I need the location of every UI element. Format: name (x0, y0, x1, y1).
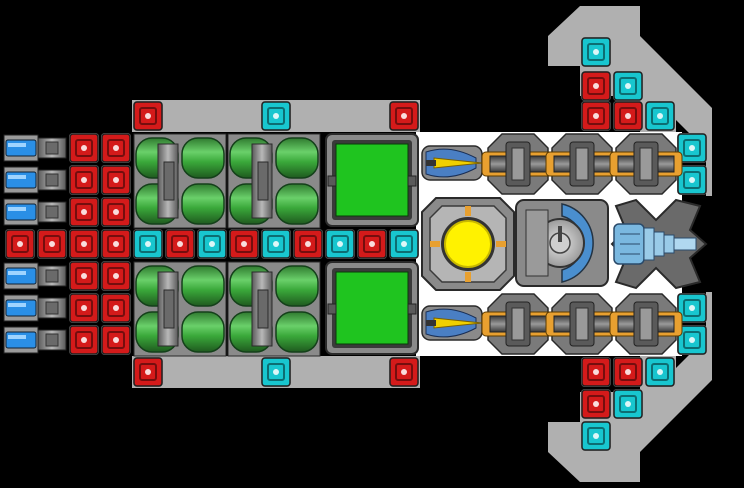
armor-block-icon[interactable] (101, 165, 131, 195)
armor-block-icon[interactable] (69, 293, 99, 323)
armor-block-icon[interactable] (581, 357, 611, 387)
armor-block-icon[interactable] (69, 197, 99, 227)
armor-block-icon[interactable] (133, 101, 163, 131)
armor-block-icon[interactable] (5, 229, 35, 259)
armor-block-icon[interactable] (133, 357, 163, 387)
laser-cannon-icon[interactable] (421, 145, 483, 181)
storage-modules (133, 133, 321, 357)
armor-block-icon[interactable] (101, 133, 131, 163)
armor-block-icon[interactable] (389, 101, 419, 131)
shield-block-icon[interactable] (261, 229, 291, 259)
thruster-bank (3, 134, 67, 354)
storage-cylinder-icon[interactable] (133, 133, 227, 229)
shield-block-icon[interactable] (581, 421, 611, 451)
armor-block-icon[interactable] (613, 357, 643, 387)
radar-dome-icon[interactable] (515, 199, 609, 287)
reactor-core-icon[interactable] (421, 197, 515, 291)
main-engine-icon[interactable] (610, 198, 708, 290)
fuel-tank-icon[interactable] (325, 261, 419, 355)
shield-block-icon[interactable] (261, 101, 291, 131)
thruster-icon[interactable] (3, 326, 67, 354)
thruster-icon[interactable] (3, 166, 67, 194)
armor-block-icon[interactable] (101, 293, 131, 323)
storage-cylinder-icon[interactable] (133, 261, 227, 357)
armor-block-icon[interactable] (101, 261, 131, 291)
thruster-icon[interactable] (3, 198, 67, 226)
fuel-tank-modules (325, 133, 419, 355)
armor-block-icon[interactable] (293, 229, 323, 259)
armor-block-icon[interactable] (37, 229, 67, 259)
shield-block-icon[interactable] (581, 37, 611, 67)
armor-block-icon[interactable] (229, 229, 259, 259)
armor-block-icon[interactable] (165, 229, 195, 259)
armor-block-icon[interactable] (581, 389, 611, 419)
block-layer (5, 37, 707, 451)
rail-turret-icon[interactable] (481, 133, 555, 195)
shield-block-icon[interactable] (677, 325, 707, 355)
turret-mounts (481, 133, 683, 355)
shield-block-icon[interactable] (325, 229, 355, 259)
shield-block-icon[interactable] (613, 389, 643, 419)
shield-block-icon[interactable] (613, 71, 643, 101)
rail-turret-icon[interactable] (481, 293, 555, 355)
armor-block-icon[interactable] (69, 133, 99, 163)
shield-block-icon[interactable] (677, 165, 707, 195)
armor-block-icon[interactable] (613, 101, 643, 131)
armor-block-icon[interactable] (69, 325, 99, 355)
armor-block-icon[interactable] (581, 101, 611, 131)
shield-block-icon[interactable] (389, 229, 419, 259)
fuel-tank-icon[interactable] (325, 133, 419, 227)
rail-turret-icon[interactable] (545, 133, 619, 195)
armor-block-icon[interactable] (69, 165, 99, 195)
armor-block-icon[interactable] (101, 229, 131, 259)
shield-block-icon[interactable] (645, 101, 675, 131)
rail-turret-icon[interactable] (545, 293, 619, 355)
shield-block-icon[interactable] (677, 293, 707, 323)
shield-block-icon[interactable] (261, 357, 291, 387)
armor-block-icon[interactable] (581, 71, 611, 101)
armor-block-icon[interactable] (389, 357, 419, 387)
laser-cannon-icon[interactable] (421, 305, 483, 341)
thruster-icon[interactable] (3, 294, 67, 322)
armor-block-icon[interactable] (69, 229, 99, 259)
armor-block-icon[interactable] (101, 325, 131, 355)
shield-block-icon[interactable] (133, 229, 163, 259)
storage-cylinder-icon[interactable] (227, 261, 321, 357)
armor-block-icon[interactable] (357, 229, 387, 259)
thruster-icon[interactable] (3, 134, 67, 162)
shield-block-icon[interactable] (197, 229, 227, 259)
shield-block-icon[interactable] (677, 133, 707, 163)
cannon-mounts (421, 145, 483, 341)
storage-cylinder-icon[interactable] (227, 133, 321, 229)
thruster-icon[interactable] (3, 262, 67, 290)
armor-block-icon[interactable] (101, 197, 131, 227)
rail-turret-icon[interactable] (609, 293, 683, 355)
rail-turret-icon[interactable] (609, 133, 683, 195)
armor-block-icon[interactable] (69, 261, 99, 291)
shield-block-icon[interactable] (645, 357, 675, 387)
